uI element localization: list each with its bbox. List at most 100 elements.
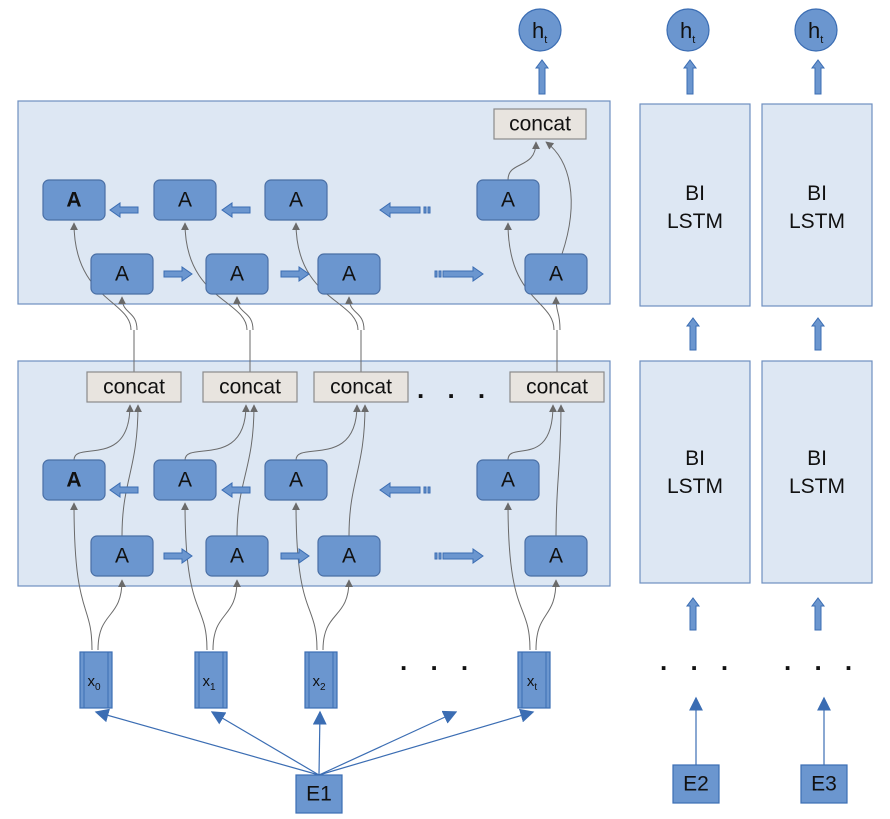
between-arrow-e3: [811, 317, 825, 351]
lower-backward-cell-3: A: [476, 459, 540, 501]
upper-input-to-forward-3: [552, 296, 561, 331]
upper-input-to-forward-0: [118, 296, 138, 331]
lower-backward-cell-1: A: [153, 459, 217, 501]
cell-label: A: [230, 545, 244, 568]
between-arrow-e2: [686, 317, 700, 351]
upper-output-arrow-e1: [535, 59, 549, 95]
upper-backward-cell-2: A: [264, 179, 328, 221]
input-to-forward-cell-0: [97, 579, 126, 651]
embedding-e1-arrow-3: [318, 710, 458, 776]
bilstm-label-line2: LSTM: [789, 210, 845, 233]
input-to-forward-cell-1: [212, 579, 241, 651]
concat-label: concat: [219, 376, 281, 399]
upper-forward-to-concat: [545, 141, 572, 255]
input-to-backward-cell-1: [181, 502, 208, 651]
lower-backward-cell-2: A: [264, 459, 328, 501]
lower-forward-arrow-1: [163, 548, 193, 564]
input-x-2: x2: [304, 651, 338, 709]
upper-backward-cell-1: A: [153, 179, 217, 221]
forward-cell-to-concat-3: [555, 404, 565, 537]
bilstm-box-e2-lower: [639, 360, 751, 584]
output-label: ht: [532, 18, 547, 46]
input-to-forward-cell-2: [322, 579, 353, 651]
backward-cell-to-concat-1: [184, 404, 250, 461]
ellipsis-lower-concat: . . .: [417, 374, 493, 404]
upper-backward-arrow-1: [109, 202, 139, 218]
input-label: x0: [87, 673, 101, 693]
upper-backward-cell-0: A: [42, 179, 106, 221]
cell-label: A: [501, 189, 515, 212]
input-to-forward-cell-3: [535, 579, 560, 651]
bilstm-label-e2-upper: BI LSTM: [667, 182, 723, 233]
input-to-backward-cell-3: [504, 502, 531, 651]
embedding-e1-arrow-4: [318, 708, 535, 776]
lower-backward-arrow-2: [221, 482, 251, 498]
concat-label: concat: [103, 376, 165, 399]
cell-label: A: [66, 469, 81, 492]
embedding-e1-arrow-2: [312, 710, 327, 776]
upper-forward-cell-0: A: [90, 253, 154, 295]
input-to-backward-cell-0: [70, 502, 93, 651]
bilstm-label-line2: LSTM: [789, 475, 845, 498]
lower-backward-arrow-1: [109, 482, 139, 498]
lower-backward-arrow-long: [379, 482, 431, 498]
concat-label: concat: [509, 113, 571, 136]
backward-cell-to-concat-0: [73, 404, 134, 461]
lower-concat-1: concat: [202, 371, 298, 403]
embedding-e2-label: E2: [683, 773, 709, 796]
embedding-e1-label: E1: [306, 783, 332, 806]
cell-label: A: [178, 189, 192, 212]
cell-label: A: [549, 545, 563, 568]
lower-forward-cell-0: A: [90, 535, 154, 577]
lower-forward-arrow-2: [280, 548, 310, 564]
embedding-e2: E2: [672, 764, 720, 804]
input-x-1: x1: [194, 651, 228, 709]
bilstm-label-line2: LSTM: [667, 475, 723, 498]
lower-forward-arrow-long: [434, 548, 484, 564]
ellipsis-e3: . . .: [784, 646, 860, 676]
upper-concat: concat: [493, 108, 587, 140]
lower-forward-cell-1: A: [205, 535, 269, 577]
bilstm-box-e3-lower: [761, 360, 873, 584]
cell-label: A: [289, 469, 303, 492]
upper-output-arrow-e3: [811, 59, 825, 95]
input-x-0: x0: [79, 651, 113, 709]
upper-backward-arrow-2: [221, 202, 251, 218]
upper-forward-arrow-1: [163, 266, 193, 282]
upper-backward-cell-3: A: [476, 179, 540, 221]
bilstm-label-line1: BI: [685, 447, 705, 470]
cell-label: A: [342, 263, 356, 286]
embedding-e3: E3: [800, 764, 848, 804]
input-to-backward-cell-2: [292, 502, 318, 651]
upper-forward-arrow-long: [434, 266, 484, 282]
upper-forward-cell-1: A: [205, 253, 269, 295]
ellipsis-e2: . . .: [660, 646, 736, 676]
concat-label: concat: [526, 376, 588, 399]
bilstm-label-e2-lower: BI LSTM: [667, 447, 723, 498]
cell-label: A: [342, 545, 356, 568]
input-x-3: xt: [517, 651, 551, 709]
output-h-e3: ht: [794, 8, 838, 52]
backward-cell-to-concat-2: [295, 404, 361, 461]
cell-label: A: [66, 189, 81, 212]
bilstm-box-e2-upper: [639, 103, 751, 307]
cell-label: A: [230, 263, 244, 286]
forward-cell-to-concat-1: [236, 404, 258, 537]
embedding-e1-arrow-1: [210, 711, 320, 776]
bilstm-label-line1: BI: [807, 182, 827, 205]
forward-cell-to-concat-0: [121, 404, 142, 537]
lower-forward-cell-2: A: [317, 535, 381, 577]
upper-backward-arrow-long: [379, 202, 431, 218]
ellipsis-inputs: . . .: [400, 646, 476, 676]
cell-label: A: [115, 545, 129, 568]
output-h-e1: ht: [518, 8, 562, 52]
bilstm-label-line1: BI: [685, 182, 705, 205]
cell-label: A: [549, 263, 563, 286]
upper-backward-to-concat: [507, 141, 540, 181]
lower-forward-cell-3: A: [524, 535, 588, 577]
embedding-e1: E1: [295, 774, 343, 814]
concat-label: concat: [330, 376, 392, 399]
bilstm-label-e3-lower: BI LSTM: [789, 447, 845, 498]
lower-concat-3: concat: [509, 371, 605, 403]
